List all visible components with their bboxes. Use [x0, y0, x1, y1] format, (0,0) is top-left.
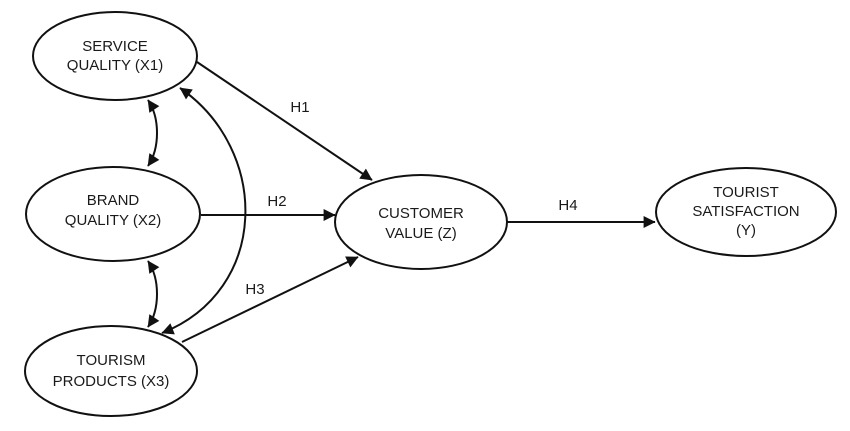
node-label: BRAND [87, 192, 140, 209]
hypothesis-edges [181, 61, 656, 343]
node-ellipse [25, 166, 201, 262]
node-ellipse [24, 325, 198, 417]
label-h3: H3 [245, 281, 264, 298]
label-h1: H1 [290, 99, 309, 116]
edge-h3 [181, 256, 359, 343]
node-tourism-products: TOURISM PRODUCTS (X3) [24, 325, 198, 417]
correlation-x1-x2 [147, 99, 160, 167]
node-label: TOURISM [77, 352, 146, 369]
correlation-x2-x3 [147, 260, 160, 328]
node-label: SERVICE [82, 38, 148, 55]
node-customer-value: CUSTOMER VALUE (Z) [334, 174, 508, 270]
node-label: CUSTOMER [378, 205, 464, 222]
node-brand-quality: BRAND QUALITY (X2) [25, 166, 201, 262]
node-label: QUALITY (X1) [67, 57, 163, 74]
correlations [147, 87, 247, 335]
node-label: TOURIST [713, 184, 779, 201]
label-h4: H4 [558, 197, 577, 214]
label-h2: H2 [267, 193, 286, 210]
node-label: SATISFACTION [692, 203, 799, 220]
node-label: VALUE (Z) [385, 225, 456, 242]
node-label: QUALITY (X2) [65, 212, 161, 229]
node-ellipse [334, 174, 508, 270]
edge-h1 [196, 61, 373, 181]
node-service-quality: SERVICE QUALITY (X1) [32, 11, 198, 101]
hypothesis-labels: H1 H2 H3 H4 [245, 99, 577, 298]
node-ellipse [32, 11, 198, 101]
node-label: (Y) [736, 222, 756, 239]
node-tourist-satisfaction: TOURIST SATISFACTION (Y) [655, 167, 837, 257]
node-ellipse [655, 167, 837, 257]
node-label: PRODUCTS (X3) [53, 373, 170, 390]
correlation-x1-x3 [161, 87, 247, 335]
